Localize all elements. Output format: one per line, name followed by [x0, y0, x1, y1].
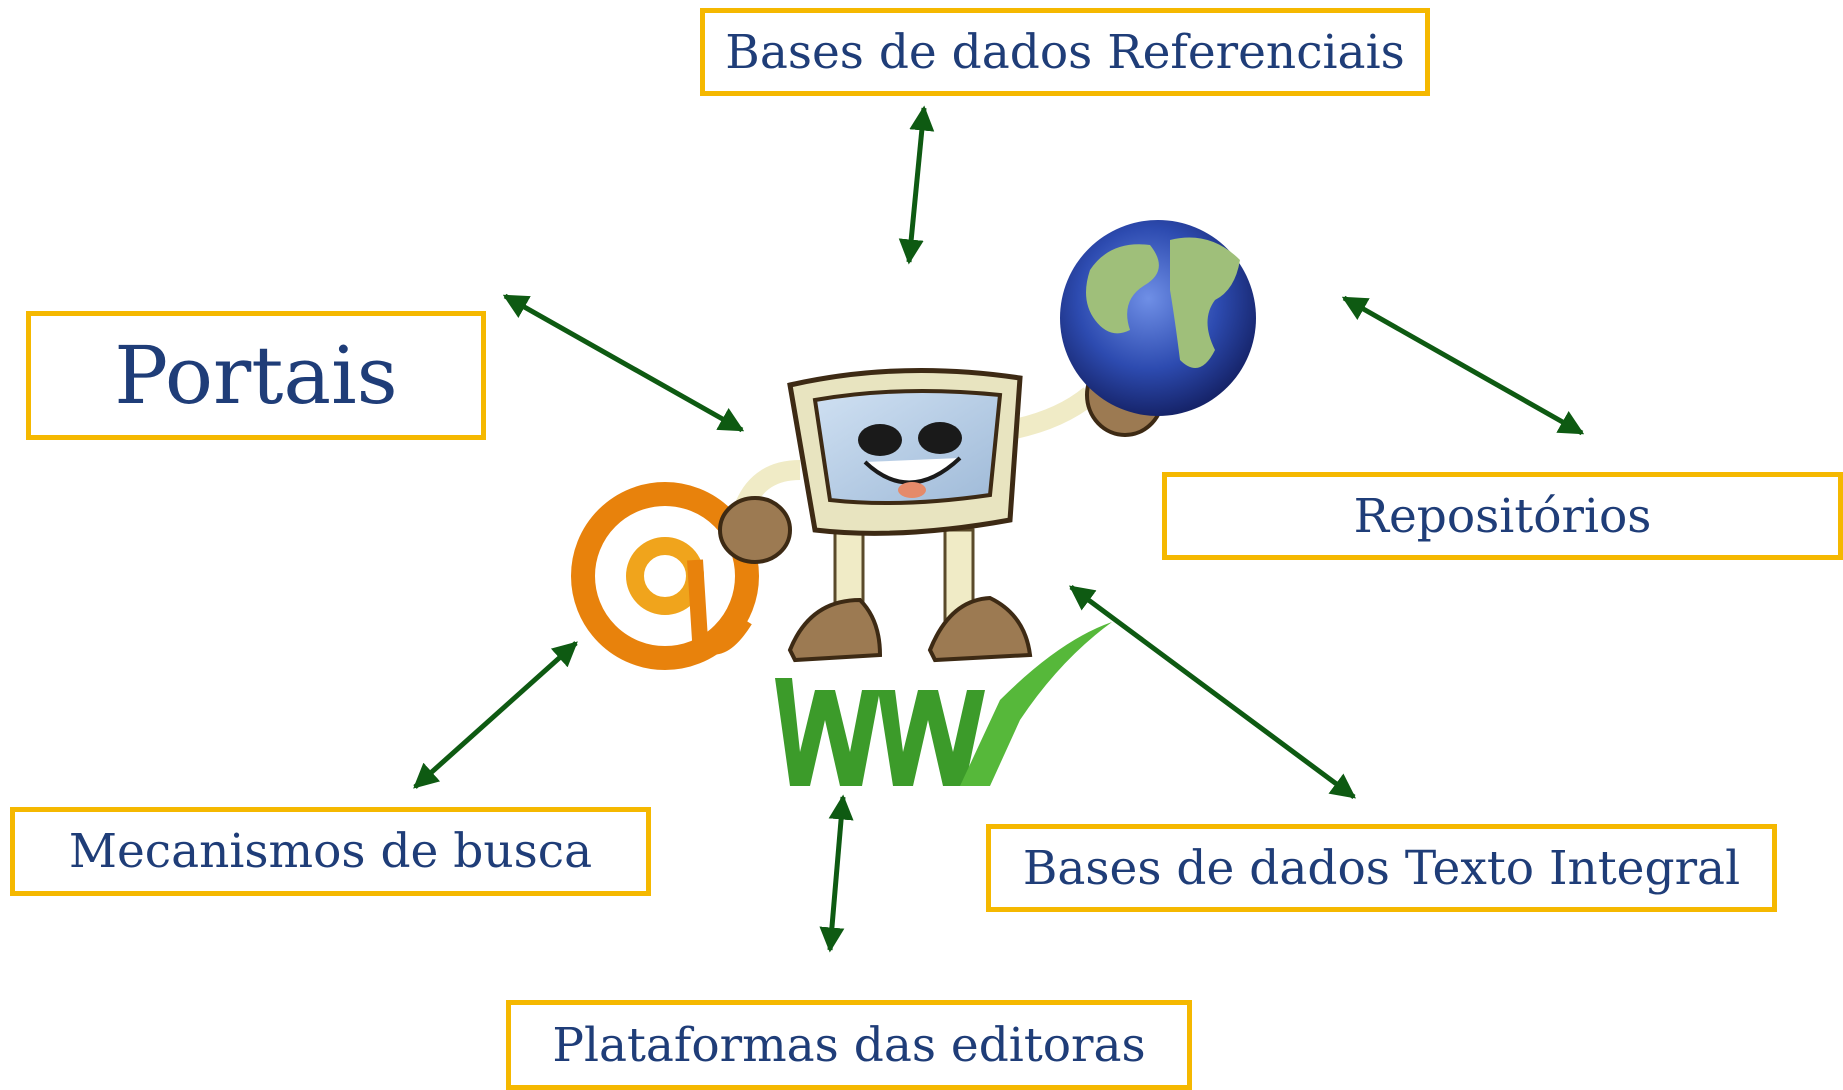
node-label: Bases de dados Referenciais — [725, 24, 1405, 80]
node-label: Repositórios — [1353, 488, 1652, 544]
node-portais: Portais — [26, 311, 486, 440]
arrow-texto-integral — [1068, 584, 1357, 800]
at-sign-icon — [571, 482, 759, 670]
node-label: Portais — [114, 329, 398, 422]
arrow-portais — [502, 293, 745, 433]
arrow-referenciais — [898, 105, 935, 265]
node-repositorios: Repositórios — [1162, 472, 1843, 560]
node-label: Plataformas das editoras — [552, 1017, 1146, 1073]
computer-mascot-icon — [571, 220, 1256, 786]
www-grass-icon — [775, 622, 1112, 786]
node-plataformas-editoras: Plataformas das editoras — [506, 1000, 1192, 1090]
arrow-plataformas — [819, 794, 854, 953]
node-label: Bases de dados Texto Integral — [1022, 840, 1741, 896]
arrow-repositorios — [1341, 295, 1585, 436]
node-bases-referenciais: Bases de dados Referenciais — [700, 8, 1430, 96]
globe-icon — [1060, 220, 1256, 416]
node-mecanismos-de-busca: Mecanismos de busca — [10, 807, 651, 896]
node-bases-texto-integral: Bases de dados Texto Integral — [986, 824, 1777, 912]
arrow-mecanismos — [413, 641, 578, 789]
node-label: Mecanismos de busca — [68, 824, 593, 879]
